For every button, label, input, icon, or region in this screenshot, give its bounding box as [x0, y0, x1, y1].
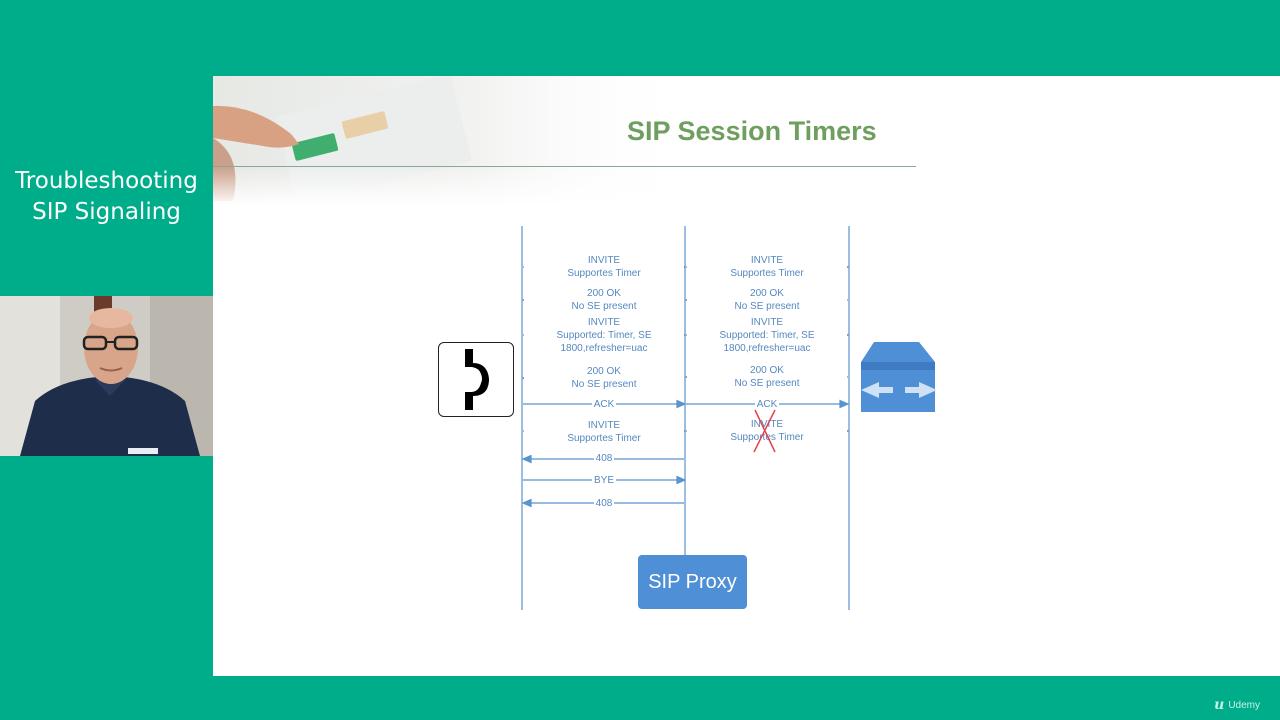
udemy-watermark: u Udemy — [1214, 697, 1260, 713]
failure-cross-icon — [753, 409, 776, 453]
msg-line: INVITE — [524, 254, 684, 267]
msg-line: Supportes Timer — [524, 267, 684, 280]
msg-line: 200 OK — [687, 287, 847, 300]
msg-line: Supported: Timer, SE — [687, 329, 847, 342]
msg-left-408-1: 408 — [524, 452, 684, 465]
msg-line: 1800,refresher=uac — [524, 342, 684, 355]
slide-banner-image — [213, 76, 693, 206]
msg-line: INVITE — [524, 419, 684, 432]
msg-line: 1800,refresher=uac — [687, 342, 847, 355]
phone-icon — [463, 349, 489, 410]
msg-line: 200 OK — [687, 364, 847, 377]
msg-line: 200 OK — [524, 365, 684, 378]
msg-line: ACK — [754, 399, 780, 410]
msg-right-200ok-1: 200 OK No SE present — [687, 287, 847, 313]
msg-right-ack: ACK — [687, 398, 847, 411]
msg-line: No SE present — [524, 378, 684, 391]
msg-line: Supportes Timer — [524, 432, 684, 445]
msg-line: No SE present — [524, 300, 684, 313]
msg-right-200ok-2: 200 OK No SE present — [687, 364, 847, 390]
title-divider — [213, 166, 916, 167]
msg-line: 408 — [593, 453, 615, 464]
msg-right-invite-2: INVITE Supported: Timer, SE 1800,refresh… — [687, 316, 847, 355]
msg-line: Supportes Timer — [687, 267, 847, 280]
msg-line: 408 — [593, 498, 615, 509]
course-title: Troubleshooting SIP Signaling — [0, 166, 213, 228]
msg-left-invite-1: INVITE Supportes Timer — [524, 254, 684, 280]
msg-left-invite-2: INVITE Supported: Timer, SE 1800,refresh… — [524, 316, 684, 355]
msg-left-200ok-2: 200 OK No SE present — [524, 365, 684, 391]
msg-line: INVITE — [524, 316, 684, 329]
msg-left-ack: ACK — [524, 398, 684, 411]
msg-left-200ok-1: 200 OK No SE present — [524, 287, 684, 313]
msg-line: No SE present — [687, 300, 847, 313]
msg-line: BYE — [591, 475, 616, 486]
msg-line: No SE present — [687, 377, 847, 390]
msg-right-invite-1: INVITE Supportes Timer — [687, 254, 847, 280]
msg-left-bye: BYE — [524, 474, 684, 487]
phone-endpoint — [438, 342, 514, 417]
presenter-webcam — [0, 296, 213, 456]
msg-left-408-2: 408 — [524, 497, 684, 510]
msg-line: Supportes Timer — [687, 431, 847, 444]
course-title-line2: SIP Signaling — [32, 199, 181, 225]
msg-line: ACK — [591, 399, 617, 410]
msg-line: 200 OK — [524, 287, 684, 300]
msg-line: INVITE — [687, 254, 847, 267]
course-title-line1: Troubleshooting — [15, 168, 198, 194]
udemy-brand: Udemy — [1228, 699, 1260, 711]
gateway-icon — [861, 342, 937, 412]
slide-title: SIP Session Timers — [627, 116, 877, 146]
sip-proxy-box: SIP Proxy — [638, 555, 747, 609]
udemy-logo-icon: u — [1214, 697, 1225, 713]
msg-line: INVITE — [687, 316, 847, 329]
msg-line: Supported: Timer, SE — [524, 329, 684, 342]
msg-left-invite-3: INVITE Supportes Timer — [524, 419, 684, 445]
